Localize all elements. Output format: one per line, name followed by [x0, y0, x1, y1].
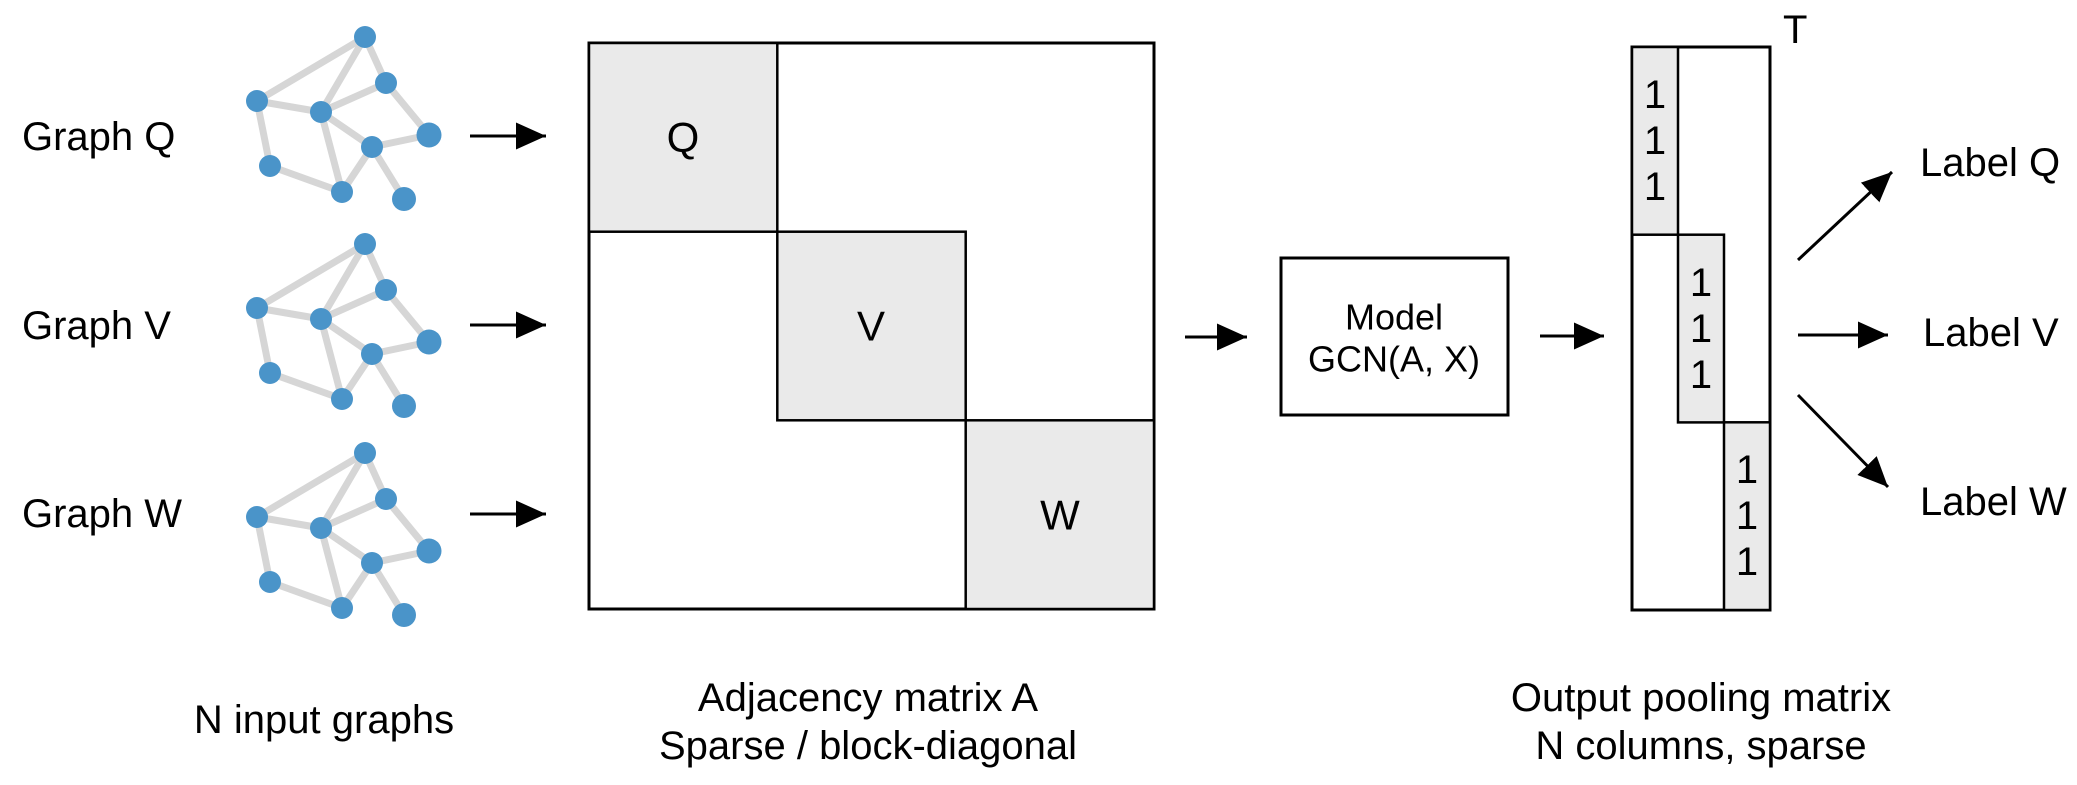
- pooling-block-v: [1676, 233, 1726, 424]
- pooling-one: 1: [1690, 307, 1712, 351]
- caption-pooling-line2: N columns, sparse: [1535, 724, 1866, 768]
- adjacency-block-v-letter: V: [857, 303, 885, 350]
- arrow-to-label-q: [1796, 170, 1894, 262]
- transpose-superscript: T: [1783, 8, 1807, 52]
- pooling-one: 1: [1644, 119, 1666, 163]
- caption-input-graphs: N input graphs: [194, 698, 454, 742]
- graph-thumbnail-q: [246, 26, 442, 211]
- arrow-to-label-w: [1796, 393, 1890, 489]
- caption-adjacency-line1: Adjacency matrix A: [698, 676, 1038, 720]
- pooling-one: 1: [1690, 353, 1712, 397]
- model-box: [1279, 256, 1510, 417]
- adjacency-block-q-letter: Q: [667, 114, 700, 161]
- graph-label-q: Graph Q: [22, 115, 175, 159]
- pooling-block-w: [1722, 421, 1772, 612]
- adjacency-block-w-letter: W: [1040, 492, 1080, 539]
- pooling-one: 1: [1736, 494, 1758, 538]
- caption-adjacency-line2: Sparse / block-diagonal: [659, 724, 1077, 768]
- adjacency-block-v: [776, 230, 967, 422]
- model-text-line1: Model: [1345, 297, 1443, 338]
- caption-pooling-line1: Output pooling matrix: [1511, 676, 1891, 720]
- pooling-one: 1: [1690, 261, 1712, 305]
- pooling-one: 1: [1736, 448, 1758, 492]
- graph-thumbnail-w: [246, 442, 442, 627]
- model-text-line2: GCN(A, X): [1308, 339, 1480, 380]
- pooling-one: 1: [1644, 165, 1666, 209]
- graph-thumbnail-v: [246, 233, 442, 418]
- pooling-one: 1: [1736, 540, 1758, 584]
- graph-label-w: Graph W: [22, 492, 182, 536]
- adjacency-block-w: [964, 419, 1156, 611]
- output-label-q: Label Q: [1920, 141, 2060, 185]
- graph-label-v: Graph V: [22, 304, 171, 348]
- output-label-w: Label W: [1920, 480, 2067, 524]
- pooling-one: 1: [1644, 73, 1666, 117]
- pooling-block-q: [1630, 45, 1680, 236]
- adjacency-block-q: [587, 41, 779, 233]
- output-label-v: Label V: [1923, 311, 2059, 355]
